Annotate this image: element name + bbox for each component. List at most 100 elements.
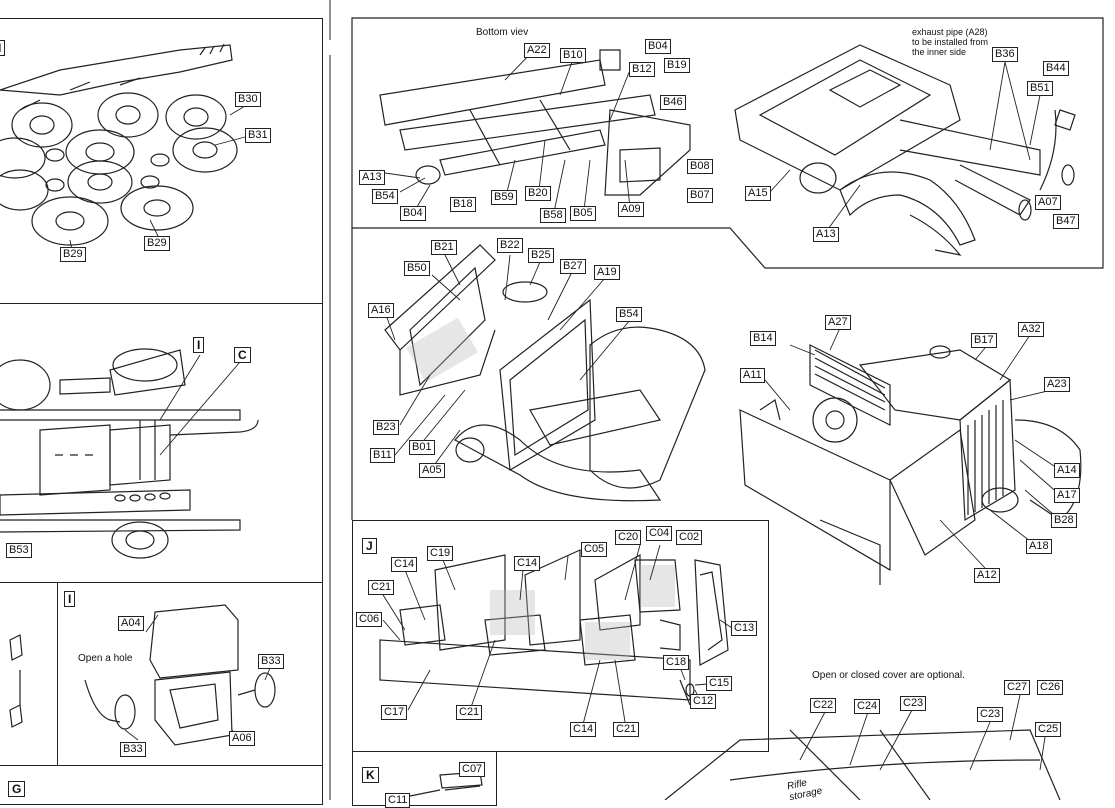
- part-label: B05: [570, 206, 596, 221]
- part-label: C15: [706, 676, 733, 691]
- part-label: C24: [854, 699, 881, 714]
- part-label: A13: [359, 170, 385, 185]
- part-label: B29: [144, 236, 170, 251]
- part-label: B50: [404, 261, 430, 276]
- fuel-tank-drawing: [85, 605, 275, 745]
- panel-j: [352, 520, 769, 752]
- part-label: A07: [1035, 195, 1061, 210]
- part-label: B04: [645, 39, 671, 54]
- callout-c: C: [234, 347, 251, 363]
- part-label: B27: [560, 259, 586, 274]
- part-label: A06: [229, 731, 255, 746]
- panel-letter-i: I: [64, 591, 76, 607]
- part-label: C04: [646, 526, 673, 541]
- part-label: B12: [629, 62, 655, 77]
- panel-letter-g: G: [8, 781, 26, 797]
- part-label: C26: [1037, 680, 1064, 695]
- part-label: B22: [497, 238, 523, 253]
- panel-letter-top-left: I: [0, 40, 6, 56]
- note-cover-optional: Open or closed cover are optional.: [812, 670, 965, 681]
- part-label: B18: [450, 197, 476, 212]
- part-label: C07: [459, 762, 486, 777]
- leader-lines: [70, 50, 1060, 770]
- part-label: C17: [381, 705, 408, 720]
- part-label: C13: [731, 621, 758, 636]
- part-label: B36: [992, 47, 1018, 62]
- front-grille-drawing: [740, 345, 1081, 585]
- rear-body-drawing: [380, 550, 728, 705]
- part-label: C27: [1004, 680, 1031, 695]
- part-label: C11: [385, 793, 411, 808]
- part-label: C06: [356, 612, 383, 627]
- part-label: A18: [1026, 539, 1052, 554]
- part-label: A17: [1054, 488, 1080, 503]
- part-label: B28: [1051, 513, 1077, 528]
- note-bottom-view: Bottom viev: [476, 27, 529, 38]
- bottom-view-drawing: [380, 50, 690, 195]
- road-wheels-drawing: [0, 44, 237, 245]
- part-label: B54: [616, 307, 642, 322]
- part-label: C18: [663, 655, 690, 670]
- part-label: C12: [690, 694, 717, 709]
- part-label: B10: [560, 48, 586, 63]
- note-exhaust-pipe: exhaust pipe (A28) to be installed from …: [912, 27, 989, 57]
- panel-letter-k: K: [362, 767, 379, 783]
- part-label: A16: [368, 303, 394, 318]
- part-label: B07: [687, 188, 713, 203]
- panel-letter-j: J: [362, 538, 377, 554]
- part-label: C19: [427, 546, 454, 561]
- part-label: B31: [245, 128, 271, 143]
- part-label: C23: [977, 707, 1004, 722]
- part-label: A15: [745, 186, 771, 201]
- part-label: A12: [974, 568, 1000, 583]
- part-label: A27: [825, 315, 851, 330]
- part-label: B59: [491, 190, 517, 205]
- part-label: B44: [1043, 61, 1069, 76]
- panel-top-right-frame: [352, 18, 1103, 268]
- part-label: A32: [1018, 322, 1044, 337]
- note-open-hole: Open a hole: [78, 653, 133, 664]
- part-label: B14: [750, 331, 776, 346]
- part-label: B58: [540, 208, 566, 223]
- callout-i: I: [193, 337, 205, 353]
- part-label: B08: [687, 159, 713, 174]
- body-interior-drawing: [385, 245, 705, 501]
- part-label: B21: [431, 240, 457, 255]
- part-label: C14: [570, 722, 597, 737]
- part-label: A23: [1044, 377, 1070, 392]
- part-label: C02: [676, 530, 703, 545]
- part-label: A14: [1054, 463, 1080, 478]
- part-label: B11: [370, 448, 395, 463]
- part-label: C22: [810, 698, 837, 713]
- part-label: A05: [419, 463, 445, 478]
- part-label: C23: [900, 696, 927, 711]
- part-label: A04: [118, 616, 144, 631]
- part-label: C21: [456, 705, 483, 720]
- part-label: B47: [1053, 214, 1079, 229]
- part-label: B29: [60, 247, 86, 262]
- part-label: A22: [524, 43, 550, 58]
- part-label: B51: [1027, 81, 1053, 96]
- part-label: B23: [373, 420, 399, 435]
- part-label: B30: [235, 92, 261, 107]
- part-label: C05: [581, 542, 608, 557]
- part-label: B33: [120, 742, 146, 757]
- part-label: C14: [391, 557, 418, 572]
- part-label: C20: [615, 530, 642, 545]
- part-label: A09: [618, 202, 644, 217]
- part-label: B17: [971, 333, 997, 348]
- part-label: B20: [525, 186, 551, 201]
- part-label: B04: [400, 206, 426, 221]
- part-label: A11: [740, 368, 765, 383]
- part-label: C21: [368, 580, 395, 595]
- part-label: B54: [372, 189, 398, 204]
- part-label: B33: [258, 654, 284, 669]
- part-label: A19: [594, 265, 620, 280]
- underbody-drawing: [735, 45, 1075, 255]
- part-label: B46: [660, 95, 686, 110]
- part-label: B19: [664, 58, 690, 73]
- part-label: B25: [528, 248, 554, 263]
- part-label: C21: [613, 722, 640, 737]
- part-label: C25: [1035, 722, 1062, 737]
- part-label: A13: [813, 227, 839, 242]
